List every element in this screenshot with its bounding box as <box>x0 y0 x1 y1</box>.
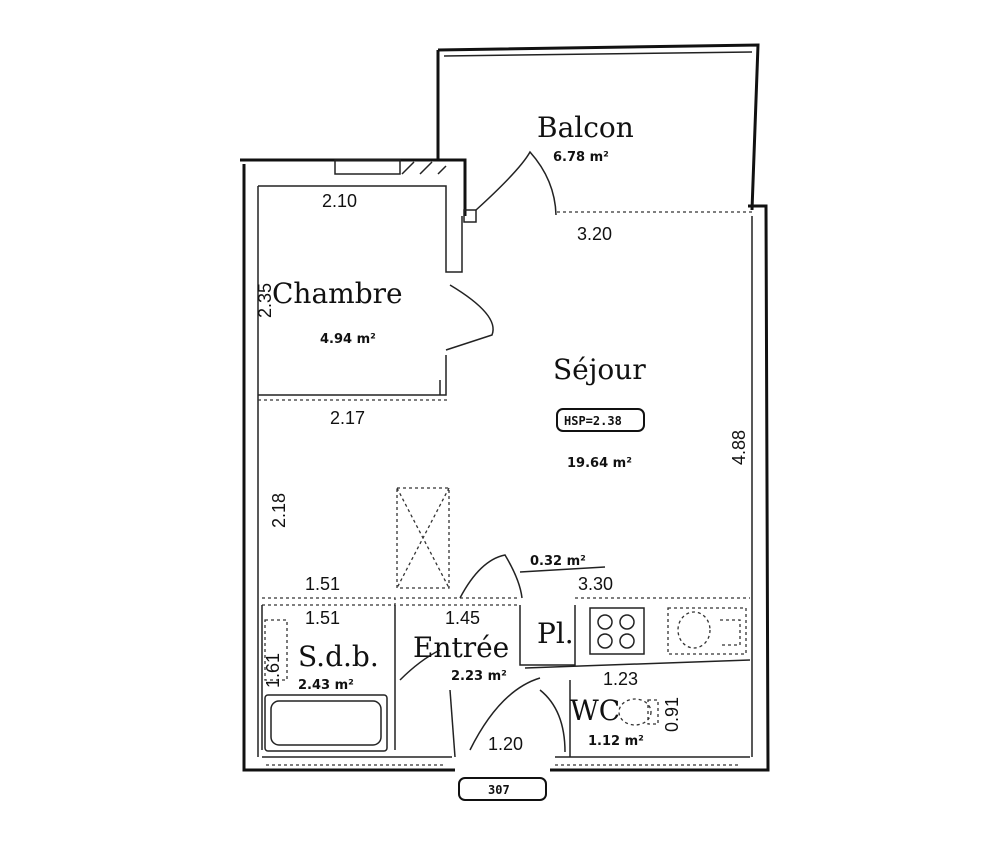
washbasin <box>264 619 288 681</box>
dim-upper-151: 1.51 <box>305 574 340 594</box>
height-tag-frame <box>556 408 645 432</box>
dim-sejour-right: 4.88 <box>729 430 749 465</box>
entree-label: Entrée <box>413 631 509 664</box>
bathtub <box>264 694 388 752</box>
lower-door-swings <box>399 554 566 753</box>
unit-number: 307 <box>488 783 510 797</box>
wc-label: WC <box>570 694 620 727</box>
dim-chambre-bottom: 2.17 <box>330 408 365 428</box>
ventilation-duct <box>396 487 450 589</box>
placard-label: Pl. <box>537 617 574 650</box>
dim-left-mid: 2.18 <box>269 493 289 528</box>
balcony-door-swing <box>475 150 557 216</box>
placard-leader-line <box>519 566 606 573</box>
sdb-area: 2.43 m² <box>298 678 354 693</box>
sdb-label: S.d.b. <box>298 640 379 673</box>
chambre-label: Chambre <box>272 277 403 310</box>
dim-entry-door: 1.20 <box>488 734 523 754</box>
dim-balcon-bottom: 3.20 <box>577 224 612 244</box>
chambre-door-swing <box>445 284 494 351</box>
chambre-area: 4.94 m² <box>320 332 376 347</box>
height-tag: HSP=2.38 <box>564 414 622 428</box>
unit-number-frame <box>458 777 547 801</box>
dim-lower-151: 1.51 <box>305 608 340 628</box>
balcon-area: 6.78 m² <box>553 150 609 165</box>
entree-area: 2.23 m² <box>451 669 507 684</box>
sejour-label: Séjour <box>553 353 646 386</box>
balcony-door-frame <box>463 209 477 223</box>
cooktop <box>589 607 645 655</box>
top-cabinet <box>334 159 447 175</box>
exterior-walls <box>240 158 770 772</box>
dim-sdb-side: 1.61 <box>263 653 283 688</box>
dim-chambre-top: 2.10 <box>322 191 357 211</box>
balcon-label: Balcon <box>537 111 634 144</box>
sejour-area: 19.64 m² <box>567 456 632 471</box>
dim-wc-side: 0.91 <box>662 697 682 732</box>
wc-area: 1.12 m² <box>588 734 644 749</box>
placard-area: 0.32 m² <box>530 554 586 569</box>
kitchen-sink <box>667 607 747 655</box>
dim-entree-145: 1.45 <box>445 608 480 628</box>
dim-kitchen-330: 3.30 <box>578 574 613 594</box>
balcony-outline <box>436 43 760 213</box>
chambre-partition <box>258 355 450 401</box>
dim-wc-top: 1.23 <box>603 669 638 689</box>
dim-chambre-side: 2.35 <box>255 283 275 318</box>
lower-partitions <box>261 597 751 758</box>
toilet <box>618 698 659 726</box>
